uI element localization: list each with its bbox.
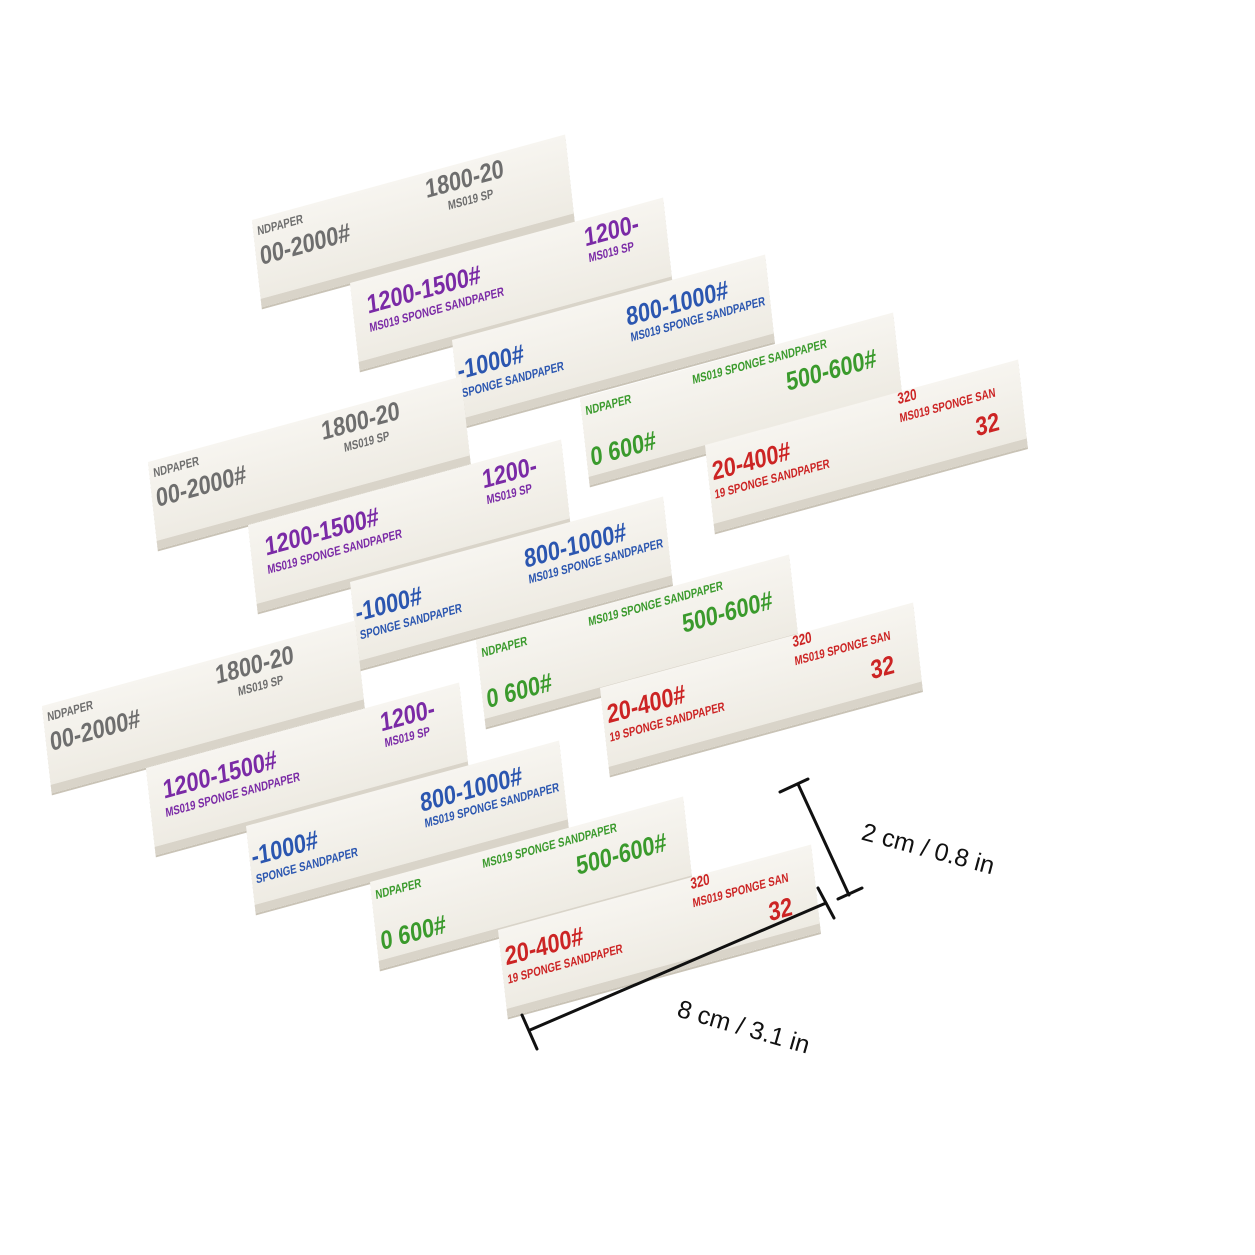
height-tick-top [778, 777, 810, 794]
width-dimension-line [528, 901, 828, 1032]
width-tick-left [520, 1013, 539, 1051]
height-tick-bottom [836, 886, 864, 901]
width-tick-right [816, 886, 836, 920]
height-dimension-line [796, 782, 851, 897]
